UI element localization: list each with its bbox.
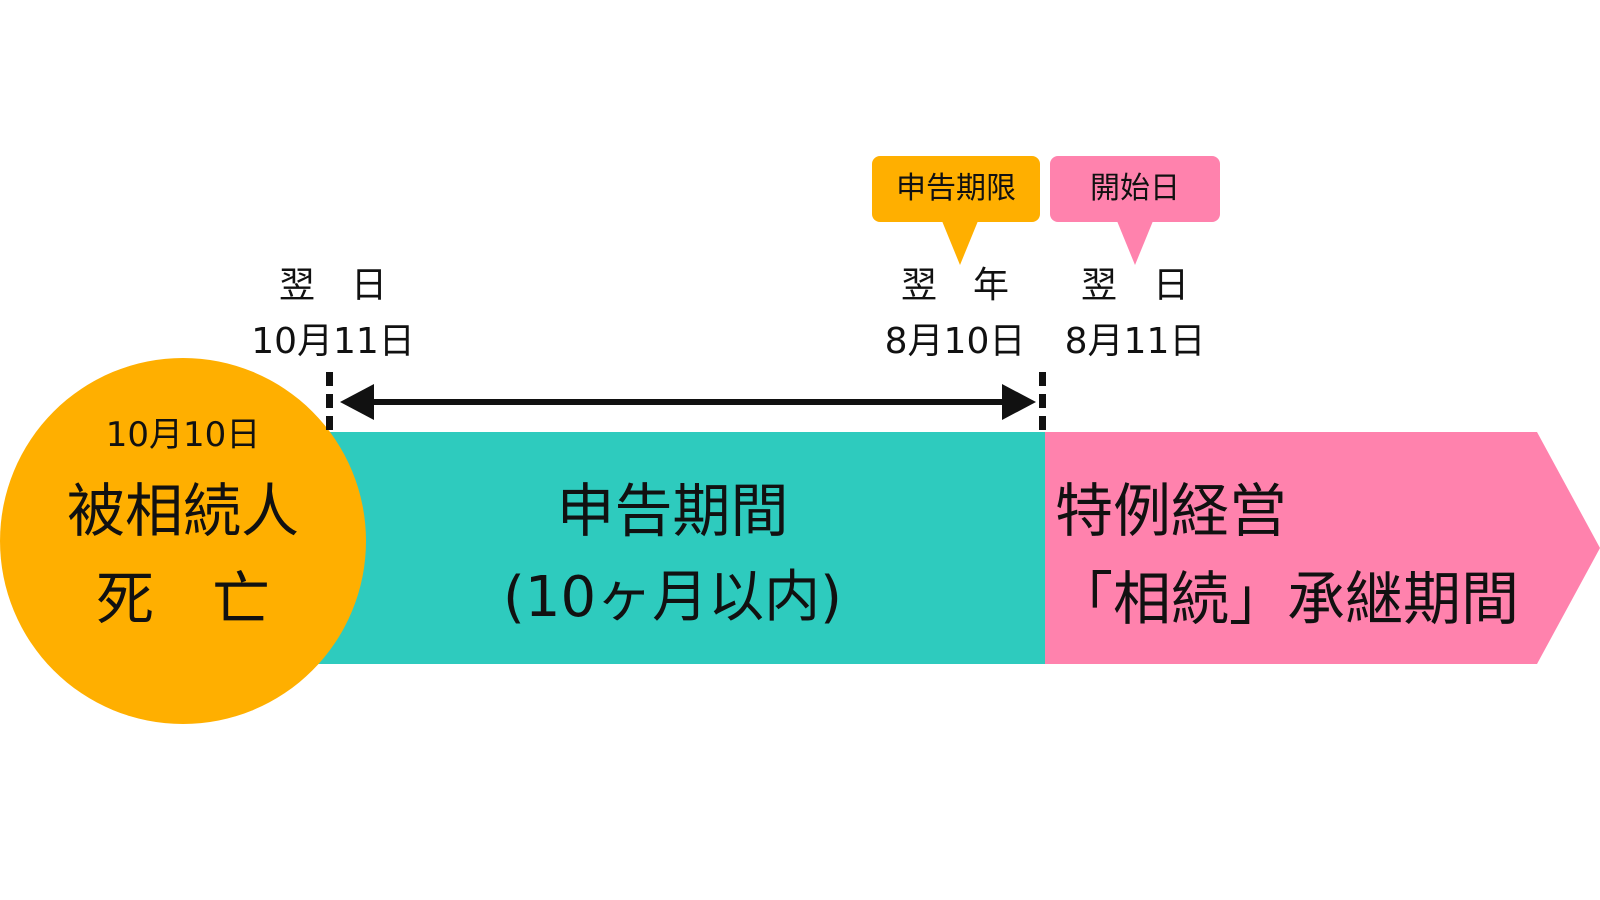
end-boundary-dash xyxy=(1039,372,1046,430)
death-date: 10月10日 xyxy=(105,415,261,455)
filing-period-duration: (10ヶ月以内) xyxy=(503,565,842,630)
death-circle xyxy=(0,358,366,724)
death-subtitle: 死 亡 xyxy=(95,565,270,633)
filing-period-bar xyxy=(300,432,1045,664)
filing-period-title: 申告期間 xyxy=(556,477,789,545)
next-year-date: 8月10日 xyxy=(884,321,1026,362)
deadline-callout: 申告期限 xyxy=(872,156,1040,222)
succession-period-subtitle: 「相続」承継期間 xyxy=(1055,565,1520,633)
start-next-day-date: 8月11日 xyxy=(1064,321,1206,362)
deadline-callout-pointer xyxy=(942,221,978,265)
next-year-label: 翌 年 xyxy=(900,265,1009,306)
succession-period-title: 特例経営 xyxy=(1055,477,1288,545)
succession-period-arrow xyxy=(1045,432,1600,664)
next-day-date: 10月11日 xyxy=(251,321,415,362)
period-double-arrow xyxy=(340,384,1036,420)
start-date-callout: 開始日 xyxy=(1050,156,1220,222)
start-boundary-dash xyxy=(326,372,333,430)
start-next-day-label: 翌 日 xyxy=(1080,265,1189,306)
death-title: 被相続人 xyxy=(66,477,299,545)
start-date-callout-pointer xyxy=(1117,221,1153,265)
next-day-label: 翌 日 xyxy=(278,265,387,306)
